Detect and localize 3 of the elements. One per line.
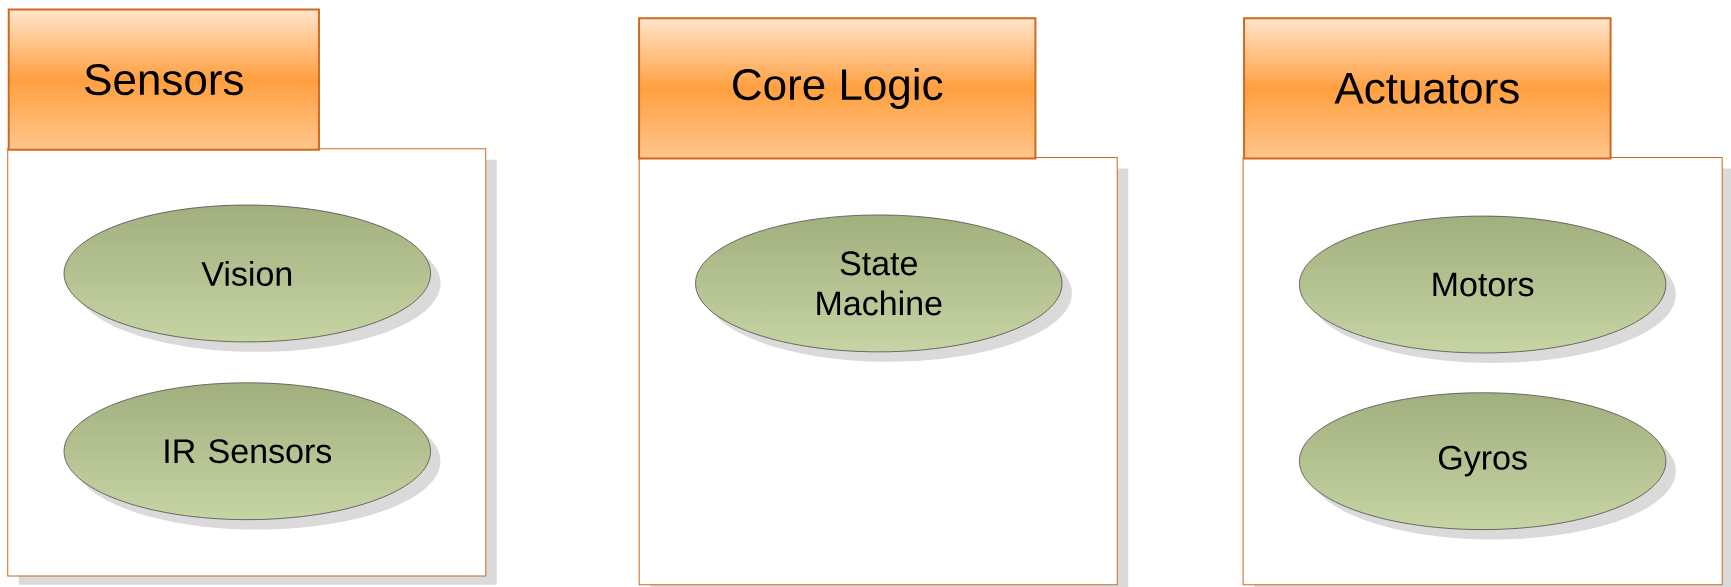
node-label: Actuators [1334,73,1519,104]
node-label: Core Logic [733,67,943,109]
node-label: Sensors [85,64,243,96]
